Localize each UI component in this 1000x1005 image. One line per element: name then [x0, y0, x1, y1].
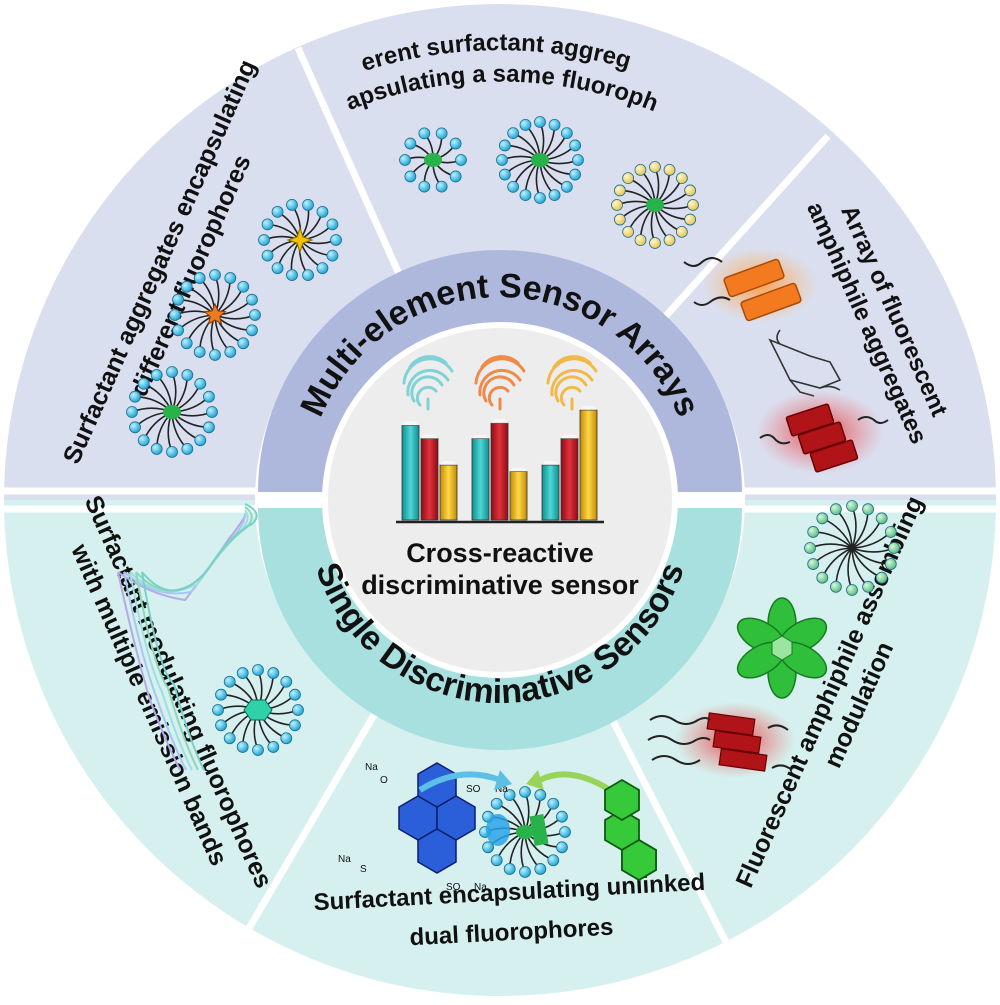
pyrene-sulfonate-icon: Na O SO Na Na S SO Na [338, 762, 508, 893]
orange-aggregate-icon [683, 247, 818, 323]
na-label-4: Na [474, 882, 487, 893]
fingerprint-yellow-icon [546, 355, 598, 411]
bar-chart-icon [401, 406, 598, 521]
bar-teal [401, 424, 420, 521]
bar-yellow [579, 409, 598, 521]
bar-red [420, 438, 439, 521]
green-flower-aggregate-icon [736, 597, 828, 699]
bar-teal [471, 438, 490, 521]
red-chain-aggregate-icon [647, 702, 795, 778]
green-arrow-icon [538, 771, 612, 793]
so3-label: SO [466, 784, 481, 795]
micelle-yellow-head-green-core [611, 161, 699, 249]
micelle-green-core [126, 366, 218, 458]
s-label: S [360, 864, 367, 875]
fingerprint-icons [402, 355, 598, 411]
micelle-orange-core [169, 269, 261, 361]
na-label-2: Na [495, 784, 508, 795]
fingerprint-teal-icon [402, 355, 454, 411]
micelle-illustrations [126, 116, 900, 878]
micelle-dual-core [479, 786, 571, 878]
o3-label: O [380, 775, 388, 786]
center-title-line1: Cross-reactive [406, 538, 594, 568]
green-arrowhead-icon [526, 770, 544, 790]
bar-red [490, 422, 509, 521]
center-title-line2: discriminative sensor [361, 570, 639, 600]
bar-red [560, 438, 579, 521]
micelle-teal-core [212, 664, 304, 756]
micelle-half-green-core [399, 127, 467, 193]
emission-spectra-icon [117, 503, 258, 771]
bar-yellow [439, 464, 458, 521]
micelle-green-heads [804, 500, 900, 596]
bar-yellow [509, 471, 528, 521]
na-label: Na [365, 762, 378, 773]
micelle-blue-green-core [496, 116, 584, 204]
green-pah-icon [604, 778, 657, 882]
red-aggregate-icon [756, 390, 889, 474]
micelle-yellow-core [258, 199, 342, 281]
bar-teal [541, 464, 560, 521]
spectrum-line [141, 503, 258, 771]
fingerprint-orange-icon [474, 355, 526, 411]
na-label-3: Na [338, 854, 351, 865]
blue-arrow-icon [418, 771, 502, 793]
so3-label-2: SO [446, 882, 461, 893]
blue-arrowhead-icon [494, 770, 512, 790]
